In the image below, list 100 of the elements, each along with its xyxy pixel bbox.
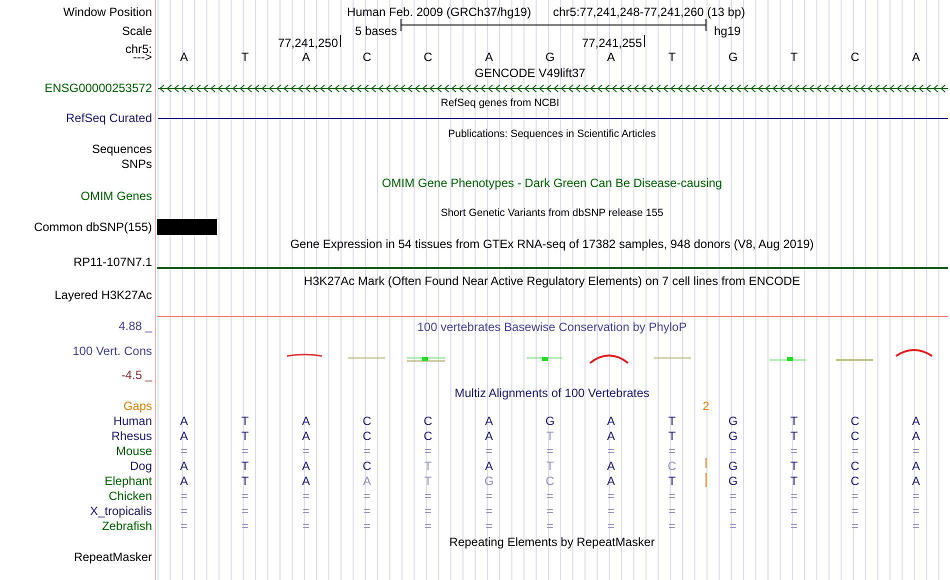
alignment-base: A [180,459,188,473]
track-title: RefSeq genes from NCBI [440,96,560,110]
track-title: Gene Expression in 54 tissues from GTEx RNA-seq of 17382 samples, 948 donors (V8, Aug 2019) [290,237,814,251]
alignment-base: A [912,429,920,443]
alignment-base: C [362,429,372,443]
alignment-base: A [607,414,615,428]
alignment-base: C [668,459,676,473]
alignment-base: G [728,414,738,428]
alignment-base: = [668,489,676,503]
alignment-base: = [852,444,858,458]
alignment-base: = [364,444,370,458]
alignment-base: = [180,504,188,518]
alignment-base: = [180,519,188,533]
alignment-base: C [424,429,432,443]
track-label: RepeatMasker [74,550,152,564]
base-letter: T [241,50,249,64]
alignment-base: T [790,429,798,443]
axis-label: 4.88 _ [118,319,152,333]
track-label: Gaps [123,399,152,413]
alignment-base: = [180,444,188,458]
alignment-base: = [486,444,492,458]
track-title: Short Genetic Variants from dbSNP release 155 [440,206,664,220]
alignment-base: T [241,414,249,428]
alignment-base: T [546,459,554,473]
base-letter: T [668,50,676,64]
alignment-base: T [668,414,676,428]
alignment-base: = [424,444,432,458]
base-letter: C [424,50,432,64]
alignment-base: A [485,414,493,428]
alignment-base: A [363,474,371,488]
track-title: Publications: Sequences in Scientific Articles [448,127,656,141]
alignment-base: C [362,459,372,473]
alignment-base: = [730,504,736,518]
alignment-base: = [730,489,736,503]
alignment-base: = [364,519,370,533]
track-label: OMIM Genes [80,189,152,203]
alignment-base: T [546,429,554,443]
alignment-base: = [608,504,614,518]
base-letter: A [180,50,188,64]
alignment-base: = [364,504,370,518]
alignment-base: T [241,459,249,473]
alignment-base: A [302,429,310,443]
alignment-base: T [790,414,798,428]
species-label: Zebrafish [102,519,152,533]
alignment-base: T [424,459,432,473]
base-letter: A [607,50,615,64]
alignment-base: = [668,504,676,518]
base-letter: G [545,50,555,64]
track-label: Common dbSNP(155) [34,220,152,234]
alignment-base: = [424,519,432,533]
alignment-base: = [486,504,492,518]
alignment-base: = [790,519,798,533]
gap-count: 2 [702,399,710,413]
alignment-base: A [485,429,493,443]
alignment-base: = [852,504,858,518]
track-label: Window Position [63,5,152,19]
alignment-base: G [728,429,738,443]
alignment-base: A [302,459,310,473]
alignment-base: T [668,429,676,443]
alignment-base: A [180,474,188,488]
alignment-base: A [485,459,493,473]
axis-label: -4.5 _ [121,368,152,382]
alignment-base: = [912,519,920,533]
alignment-base: = [546,504,554,518]
alignment-base: A [912,414,920,428]
alignment-base: G [728,459,738,473]
species-label: X_tropicalis [90,504,152,518]
alignment-base: = [302,504,310,518]
alignment-base: C [424,414,432,428]
base-letter: G [728,50,738,64]
alignment-base: = [912,444,920,458]
species-label: Elephant [104,474,152,488]
alignment-base: G [484,474,494,488]
alignment-base: C [362,414,372,428]
alignment-base: = [852,489,858,503]
track-label: 100 Vert. Cons [72,344,152,358]
alignment-base: = [668,519,676,533]
position-range: chr5:77,241,248-77,241,260 (13 bp) [553,5,746,19]
alignment-base: G [728,474,738,488]
track-label: RP11-107N7.1 [74,255,152,269]
scale-label: 5 bases [354,24,397,38]
alignment-base: = [180,489,188,503]
alignment-base: C [850,429,860,443]
alignment-base: A [607,429,615,443]
position-label: 77,241,255 [582,36,642,50]
alignment-base: = [912,489,920,503]
track-label: Sequences [92,142,152,156]
alignment-base: = [790,444,798,458]
alignment-base: = [608,444,614,458]
alignment-base: C [850,474,860,488]
alignment-base: T [668,474,676,488]
alignment-base: A [180,429,188,443]
assembly-label: hg19 [714,24,741,38]
species-label: Dog [130,459,152,473]
alignment-base: = [424,489,432,503]
alignment-base: A [912,459,920,473]
species-label: Chicken [108,489,152,503]
alignment-base: = [424,504,432,518]
alignment-base: = [790,504,798,518]
base-letter: A [485,50,493,64]
